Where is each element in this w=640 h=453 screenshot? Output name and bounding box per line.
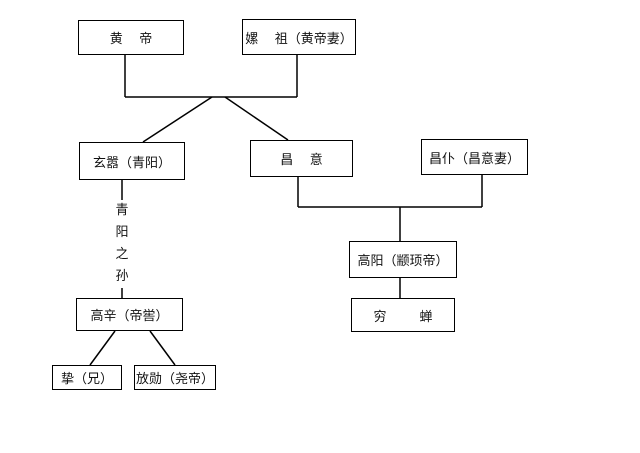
node-changyi: 昌 意	[250, 140, 353, 177]
node-leizu: 嫘 祖（黄帝妻）	[242, 19, 356, 55]
node-changpu-label: 昌仆（昌意妻）	[428, 151, 520, 167]
node-gaoxin: 高辛（帝喾）	[76, 298, 183, 331]
node-zhi: 挚（兄）	[52, 365, 122, 390]
node-gaoyang: 高阳（颛顼帝）	[349, 241, 457, 278]
edge-label-char-1: 青	[115, 203, 129, 218]
node-huangdi: 黄 帝	[78, 20, 184, 55]
node-fangxun: 放勋（尧帝）	[134, 365, 216, 390]
line-to-xuanxiao	[142, 96, 213, 143]
edge-label-char-4: 孙	[115, 269, 129, 284]
edge-label-char-3: 之	[115, 247, 129, 262]
node-huangdi-label: 黄 帝	[109, 32, 153, 47]
node-leizu-label: 嫘 祖（黄帝妻）	[245, 31, 353, 47]
node-changpu: 昌仆（昌意妻）	[421, 139, 528, 175]
node-changyi-label: 昌 意	[280, 153, 323, 168]
node-fangxun-label: 放勋（尧帝）	[135, 372, 214, 387]
node-zhi-label: 挚（兄）	[60, 372, 113, 387]
node-gaoyang-label: 高阳（颛顼帝）	[357, 254, 449, 269]
edge-label-qingyang-grandson: 青 阳 之 孙	[114, 200, 130, 288]
node-xuanxiao-label: 玄嚣（青阳）	[92, 155, 171, 171]
node-xuanxiao: 玄嚣（青阳）	[79, 142, 185, 180]
line-to-changyi	[224, 96, 289, 141]
node-qiongchan-label: 穷 蝉	[373, 309, 433, 325]
line-to-zhi	[89, 330, 116, 366]
node-gaoxin-label: 高辛（帝喾）	[90, 309, 169, 324]
line-to-fangxun	[149, 330, 176, 366]
node-qiongchan: 穷 蝉	[351, 298, 455, 332]
edge-label-char-2: 阳	[115, 225, 129, 240]
